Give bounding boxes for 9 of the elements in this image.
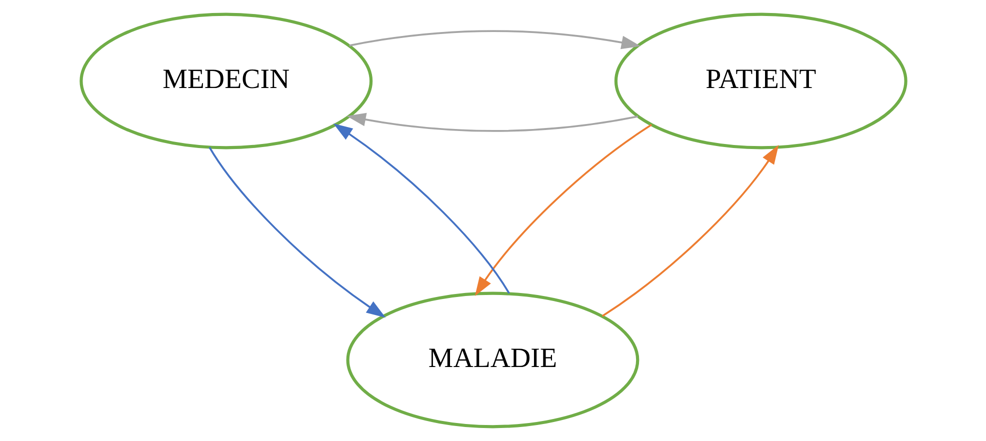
arrow	[332, 124, 510, 294]
arrow	[601, 144, 778, 317]
node-ellipse: PATIENT	[614, 12, 907, 150]
node-ellipse: MEDECIN	[79, 12, 372, 150]
arrow	[348, 30, 640, 50]
arrow	[346, 112, 638, 132]
arrow	[474, 124, 652, 296]
arrow	[208, 146, 386, 318]
node-ellipse: MALADIE	[346, 292, 639, 428]
